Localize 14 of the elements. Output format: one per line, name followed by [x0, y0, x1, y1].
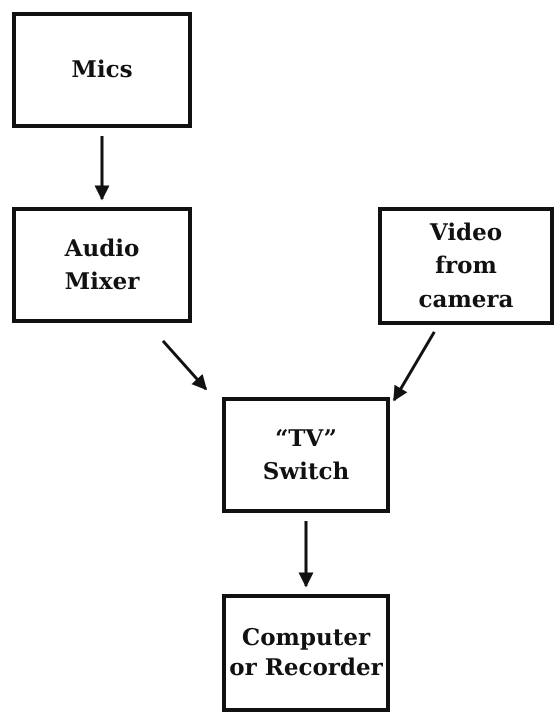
arrow — [392, 331, 436, 402]
box-label: Mics — [71, 55, 133, 86]
arrow — [162, 340, 208, 390]
arrow — [298, 521, 314, 588]
box-label: “TV” Switch — [262, 424, 350, 487]
process-box — [222, 594, 390, 712]
box-label: Computer or Recorder — [228, 623, 384, 683]
process-box — [12, 12, 192, 128]
arrow — [94, 136, 110, 200]
process-box — [12, 207, 192, 323]
process-box — [222, 397, 390, 513]
box-label: Video from camera — [418, 218, 514, 315]
box-label: Audio Mixer — [64, 234, 141, 297]
process-box — [378, 207, 554, 325]
